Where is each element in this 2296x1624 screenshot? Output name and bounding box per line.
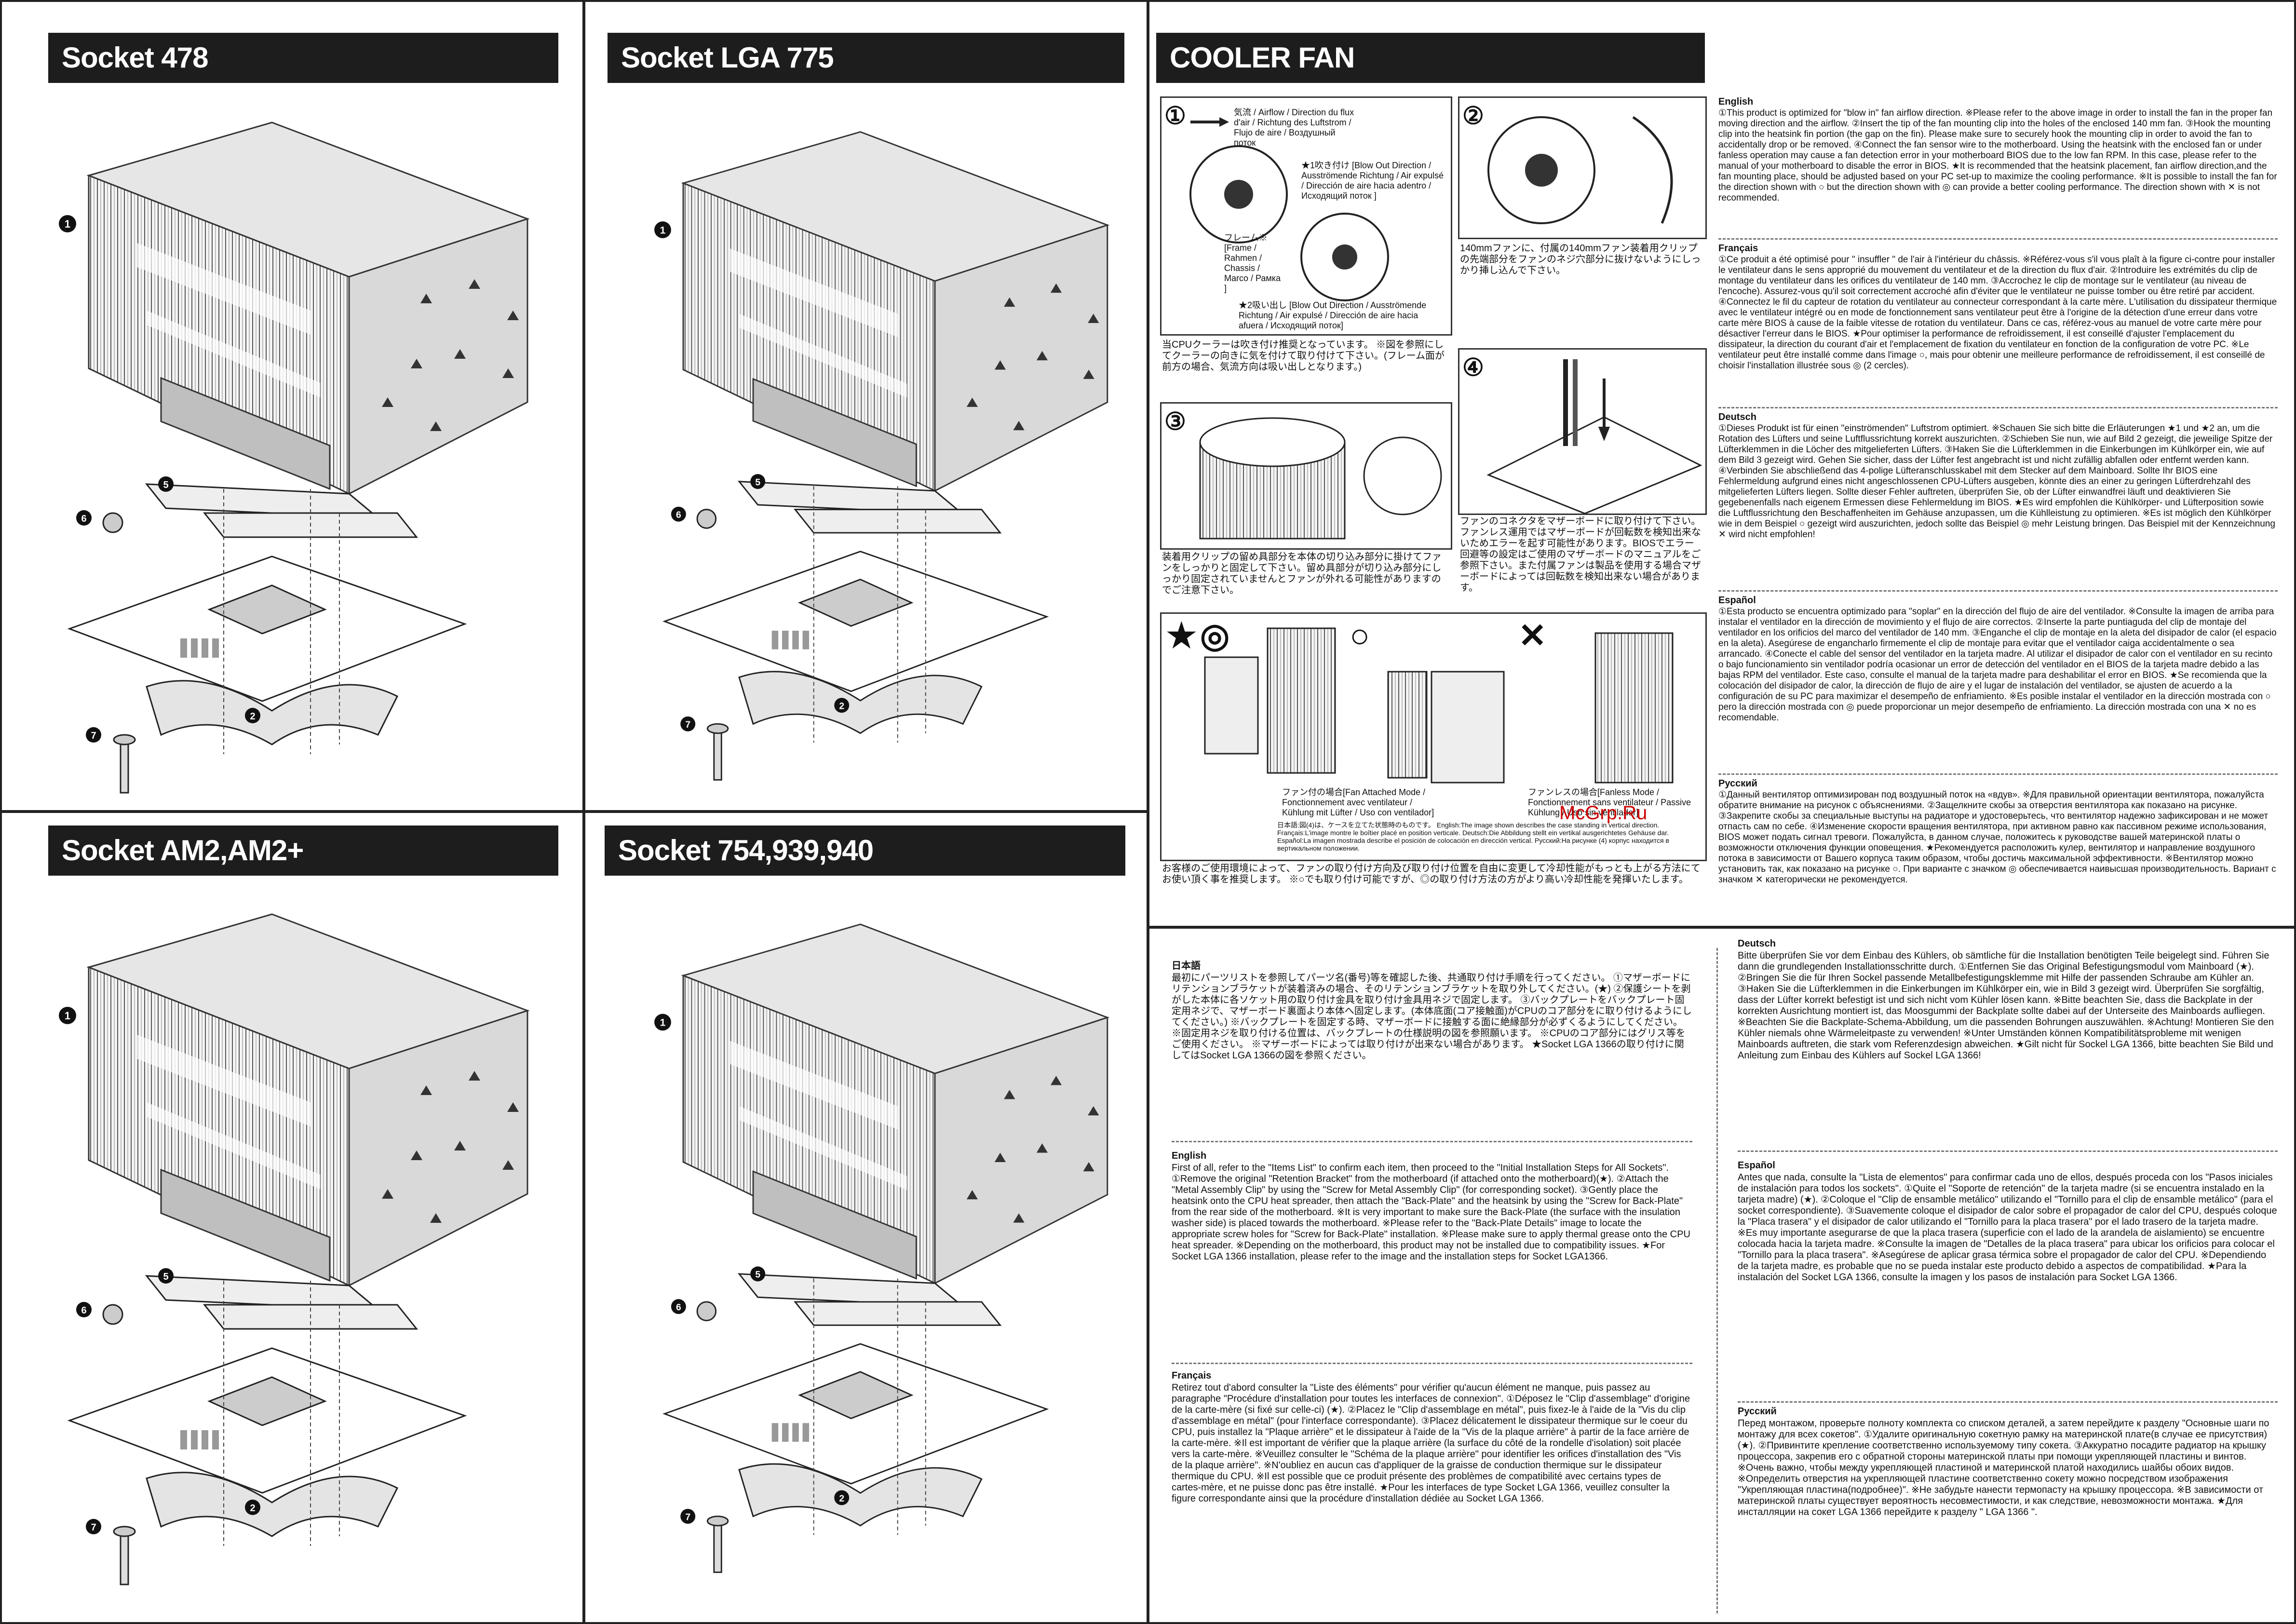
step-number: ③	[1164, 408, 1186, 435]
fan-text-german: Deutsch ①Dieses Produkt ist für einen "e…	[1718, 412, 2278, 540]
panel-socket-am2: Socket AM2,AM2+	[2, 813, 582, 1622]
step-number: ④	[1462, 354, 1484, 381]
divider-h-left	[0, 810, 1148, 813]
blow-in-caption: ★2吸い出し [Blow Out Direction / Ausströmend…	[1239, 300, 1427, 330]
panel-cooler-fan: COOLER FAN ① 気流 / Airflow / Direction du…	[1149, 2, 2294, 926]
section-divider	[1718, 590, 2278, 592]
fan-airflow-illustration	[1189, 117, 1389, 301]
section-body: Bitte überprüfen Sie vor dem Einbau des …	[1738, 950, 2274, 1061]
figure-5-orientation: ★ ◎ ○ ✕ ファン付の場合[Fan Attached Mode / Fonc…	[1160, 612, 1707, 861]
panel-socket-754: Socket 754,939,940	[585, 813, 1147, 1622]
circle-mark: ○	[1350, 617, 1370, 654]
panel-title: Socket AM2,AM2+	[48, 826, 558, 876]
figure-3-note: 装着用クリップの留め具部分を本体の切り込み部分に掛けてファンをしっかりと固定して…	[1162, 552, 1442, 595]
section-divider	[1172, 1141, 1692, 1142]
section-body: ①This product is optimized for "blow in"…	[1718, 108, 2277, 203]
panel-socket-lga775: Socket LGA 775	[585, 2, 1147, 810]
cross-mark: ✕	[1518, 617, 1547, 654]
panel-title: Socket 478	[48, 33, 558, 83]
section-heading: English	[1172, 1150, 1207, 1161]
section-divider	[1718, 773, 2278, 775]
panel-title: Socket 754,939,940	[605, 826, 1125, 876]
divider-v2	[1147, 0, 1149, 1624]
star-mark: ★	[1166, 617, 1197, 654]
section-body: Retirez tout d'abord consulter la "Liste…	[1172, 1382, 1690, 1504]
section-body: ①Esta producto se encuentra optimizado p…	[1718, 607, 2277, 723]
step-number: ②	[1462, 102, 1484, 129]
fanless-caption: ファンレスの場合[Fanless Mode / Fonctionnement s…	[1528, 787, 1691, 817]
install-text-english: English First of all, refer to the "Item…	[1172, 1150, 1692, 1262]
watermark: McGrp.Ru	[1559, 802, 1648, 824]
fan-text-spanish: Español ①Esta producto se encuentra opti…	[1718, 595, 2278, 723]
double-circle-mark: ◎	[1200, 617, 1230, 654]
fan-mounted-illustration	[1199, 417, 1442, 540]
install-text-spanish: Español Antes que nada, consulte la "Lis…	[1738, 1160, 2278, 1283]
figure-5-note: お客様のご使用環境によって、ファンの取り付け方向及び取り付け位置を自由に変更して…	[1162, 863, 1701, 885]
figure-4-connector: ④	[1458, 348, 1707, 515]
install-text-french: Français Retirez tout d'abord consulter …	[1172, 1370, 1692, 1504]
section-divider	[1172, 1363, 1692, 1364]
section-heading: Español	[1738, 1160, 1775, 1171]
cooler-exploded-diagram	[58, 122, 528, 794]
section-divider	[1738, 1401, 2278, 1403]
figure-2-clip: ②	[1458, 96, 1707, 239]
fan-clip-illustration	[1487, 116, 1673, 224]
fan-attached-caption: ファン付の場合[Fan Attached Mode / Fonctionneme…	[1282, 787, 1434, 817]
section-body: Antes que nada, consulte la "Lista de el…	[1738, 1172, 2277, 1283]
section-divider	[1718, 407, 2278, 408]
section-heading: English	[1718, 96, 1754, 107]
figure-1-note: 当CPUクーラーは吹き付け推奨となっています。 ※図を参照にしてクーラーの向きに…	[1162, 339, 1445, 372]
frame-right	[2294, 0, 2296, 1624]
section-divider	[1738, 1150, 2278, 1152]
section-heading: Deutsch	[1738, 938, 1776, 949]
panel-socket-478: Socket 478	[2, 2, 582, 810]
figure-1-airflow: ① 気流 / Airflow / Direction du flux d'air…	[1160, 96, 1452, 336]
figure-2-note: 140mmファンに、付属の140mmファン装着用クリップの先端部分をファンのネジ…	[1460, 243, 1701, 276]
section-body: First of all, refer to the "Items List" …	[1172, 1163, 1690, 1262]
step-number: ①	[1164, 102, 1186, 129]
connector-illustration	[1486, 359, 1702, 514]
section-body: ①Dieses Produkt ist für einen "einströme…	[1718, 423, 2275, 540]
install-text-german: Deutsch Bitte überprüfen Sie vor dem Ein…	[1738, 938, 2278, 1061]
section-heading: Français	[1718, 243, 1758, 254]
section-heading: Русский	[1738, 1406, 1777, 1417]
cooler-exploded-diagram	[653, 131, 1108, 781]
section-body: ①Данный вентилятор оптимизирован под воз…	[1718, 790, 2276, 885]
section-heading: Русский	[1718, 778, 1757, 789]
section-body: ①Ce produit a été optimisé pour " insuff…	[1718, 255, 2277, 371]
cooler-exploded-diagram	[58, 913, 528, 1585]
divider-h-right	[1148, 926, 2296, 929]
panel-title: COOLER FAN	[1156, 33, 1705, 83]
section-heading: Français	[1172, 1370, 1212, 1381]
airflow-caption: 気流 / Airflow / Direction du flux d'air /…	[1234, 108, 1354, 148]
panel-installation-text: 日本語 最初にパーツリストを参照してパーツ名(番号)等を確認した後、共通取り付け…	[1149, 929, 2294, 1622]
section-heading: 日本語	[1172, 961, 1201, 971]
figure-4-note: ファンのコネクタをマザーボードに取り付けて下さい。ファンレス運用ではマザーボード…	[1460, 516, 1701, 593]
blow-out-caption: ★1吹き付け [Blow Out Direction / Ausströmend…	[1301, 161, 1444, 201]
section-heading: Deutsch	[1718, 412, 1756, 422]
fan-text-english: English ①This product is optimized for "…	[1718, 96, 2278, 203]
frame-caption: フレーム※ [Frame / Rahmen / Chassis / Marco …	[1224, 233, 1281, 293]
figure-3-mount: ③	[1160, 402, 1452, 550]
install-text-russian: Русский Перед монтажом, проверьте полнот…	[1738, 1406, 2278, 1518]
section-body: 最初にパーツリストを参照してパーツ名(番号)等を確認した後、共通取り付け手順を行…	[1172, 973, 1692, 1061]
fan-text-french: Français ①Ce produit a été optimisé pour…	[1718, 243, 2278, 371]
fan-text-russian: Русский ①Данный вентилятор оптимизирован…	[1718, 778, 2278, 885]
install-text-japanese: 日本語 最初にパーツリストを参照してパーツ名(番号)等を確認した後、共通取り付け…	[1172, 961, 1692, 1061]
orientation-illustration	[1204, 627, 1674, 784]
section-body: Перед монтажом, проверьте полноту компле…	[1738, 1418, 2269, 1517]
vertical-note: 日本語:図(4)は、ケースを立てた状態時のものです。 English:The i…	[1277, 821, 1669, 852]
column-divider	[1716, 948, 1718, 1613]
panel-title: Socket LGA 775	[608, 33, 1124, 83]
cooler-exploded-diagram	[653, 923, 1108, 1573]
section-heading: Español	[1718, 595, 1756, 606]
section-divider	[1718, 238, 2278, 240]
